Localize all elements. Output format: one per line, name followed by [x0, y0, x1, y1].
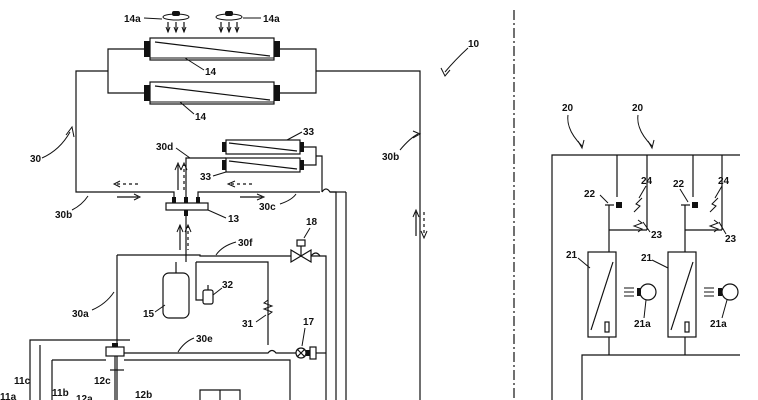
label-14a-left: 14a	[124, 14, 141, 25]
label-30: 30	[30, 154, 42, 165]
label-33-left: 33	[200, 172, 212, 183]
label-24-left: 24	[641, 176, 653, 187]
label-14-top: 14	[205, 67, 217, 78]
label-14-bottom: 14	[195, 112, 207, 123]
label-15: 15	[143, 309, 155, 320]
label-13: 13	[228, 214, 240, 225]
label-24-right: 24	[718, 176, 730, 187]
label-23-left: 23	[651, 230, 663, 241]
sub-heat-exchanger	[222, 139, 304, 173]
indoor-unit-2	[667, 155, 739, 355]
label-22-left: 22	[584, 189, 596, 200]
label-21-right: 21	[641, 253, 653, 264]
expansion-valve	[290, 239, 312, 264]
label-22-right: 22	[673, 179, 685, 190]
label-10: 10	[468, 39, 480, 50]
label-18: 18	[306, 217, 318, 228]
label-11b: 11b	[52, 388, 69, 399]
label-12b: 12b	[135, 390, 152, 400]
label-11a: 11a	[0, 392, 17, 400]
label-30b-left: 30b	[55, 210, 72, 221]
label-30f: 30f	[238, 238, 253, 249]
label-21-left: 21	[566, 250, 578, 261]
label-17: 17	[303, 317, 315, 328]
label-21a-right: 21a	[710, 319, 727, 330]
outdoor-heat-exchanger	[144, 37, 280, 61]
indoor-unit-1	[587, 155, 657, 355]
label-14a-right: 14a	[263, 14, 280, 25]
label-30c: 30c	[259, 202, 276, 213]
label-23-right: 23	[725, 234, 737, 245]
four-way-valve	[165, 197, 209, 216]
label-21a-left: 21a	[634, 319, 651, 330]
compressor	[162, 262, 190, 319]
label-33-top: 33	[303, 127, 315, 138]
label-30d: 30d	[156, 142, 173, 153]
solenoid-valve	[295, 346, 317, 360]
label-30a: 30a	[72, 309, 89, 320]
label-20-right: 20	[632, 103, 644, 114]
label-20-left: 20	[562, 103, 574, 114]
filter-component	[202, 285, 214, 305]
label-32: 32	[222, 280, 234, 291]
junction-block	[105, 343, 125, 357]
label-12c: 12c	[94, 376, 111, 387]
label-12a: 12a	[76, 394, 93, 400]
outdoor-heat-exchanger	[144, 81, 280, 105]
fan-icon	[162, 11, 190, 34]
label-30e: 30e	[196, 334, 213, 345]
label-11c: 11c	[14, 376, 31, 387]
label-30b-right: 30b	[382, 152, 399, 163]
fan-icon	[215, 11, 243, 34]
label-31: 31	[242, 319, 254, 330]
